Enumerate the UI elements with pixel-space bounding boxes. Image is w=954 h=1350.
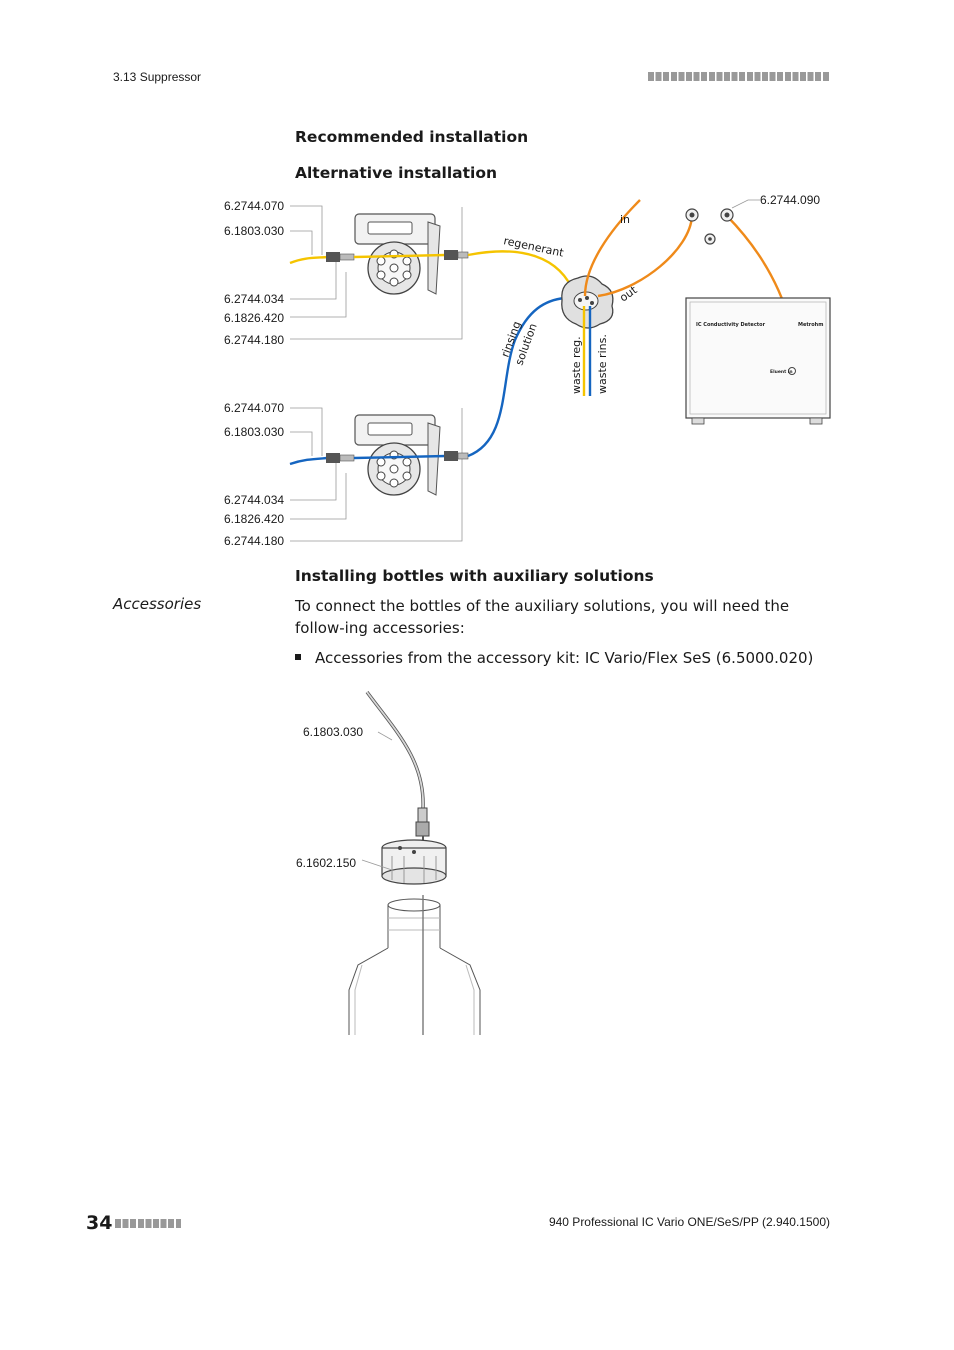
footer-decoration [115,1219,181,1228]
bullet-marker [295,653,301,660]
pump1-labels [290,205,463,340]
header-section: 3.13 Suppressor [113,70,202,84]
pump2-label-2: 6.1803.030 [224,425,284,439]
pump2-label-4: 6.1826.420 [224,512,284,526]
bottle-label-capillary: 6.1803.030 [303,725,363,739]
pump2-label-5: 6.2744.180 [224,534,284,548]
pump2-label-3: 6.2744.034 [224,493,284,507]
bottle-cap [381,839,447,885]
tube-label-waste-rins: waste rins. [596,334,609,394]
footer-title: 940 Professional IC Vario ONE/SeS/PP (2.… [548,1215,830,1229]
pump1-label-3: 6.2744.034 [224,292,284,306]
pump1-label-5: 6.2744.180 [224,333,284,347]
detector-port-label: Eluent in [770,369,793,375]
conductivity-detector [685,297,831,425]
heading-alternative: Alternative installation [295,164,498,182]
pump1-label-1: 6.2744.070 [224,199,284,213]
heading-recommended: Recommended installation [295,128,529,146]
bullet-text: Accessories from the accessory kit: IC V… [315,649,814,667]
pump1-label-4: 6.1826.420 [224,311,284,325]
page-number: 34 [86,1212,113,1234]
accessories-bullet: Accessories from the accessory kit: IC V… [295,649,813,667]
heading-installing-bottles: Installing bottles with auxiliary soluti… [295,567,654,585]
detector-brand: Metrohm [798,322,823,328]
detector-ports [685,208,734,245]
pump2-labels [290,407,463,542]
pump2 [354,414,441,496]
port-label-in: in [620,213,630,226]
header-decoration [648,72,830,81]
detector-part-label: 6.2744.090 [760,193,820,207]
margin-label-accessories: Accessories [113,595,202,613]
bottle-body [348,895,481,1035]
bottle-label-cap: 6.1602.150 [296,856,356,870]
pump2-label-1: 6.2744.070 [224,401,284,415]
detector-name: IC Conductivity Detector [696,322,766,328]
pump1-label-2: 6.1803.030 [224,224,284,238]
accessories-intro: To connect the bottles of the auxiliary … [295,597,790,637]
tube-label-waste-reg: waste reg. [570,336,583,394]
